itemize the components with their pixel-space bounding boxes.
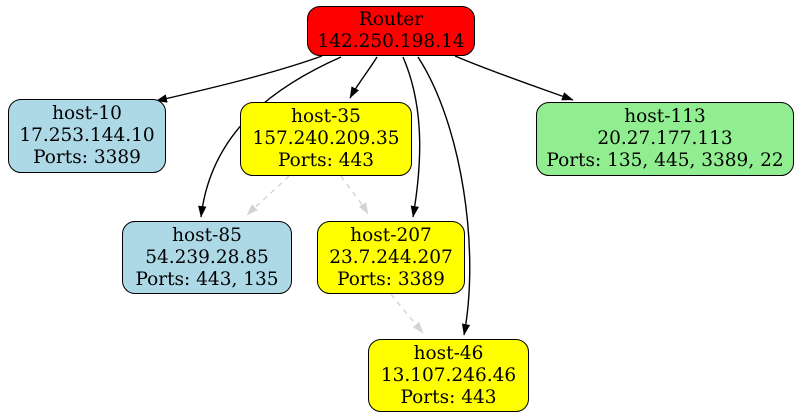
edge-router-to-host-207 <box>402 56 421 218</box>
edge-host-35-to-host-207 <box>340 175 369 215</box>
node-ports: Ports: 3389 <box>337 268 445 290</box>
node-label: host-10 <box>52 103 122 124</box>
node-label: host-207 <box>350 224 432 246</box>
node-ip: 23.7.244.207 <box>329 246 453 268</box>
node-ports: Ports: 443, 135 <box>135 268 279 290</box>
node-ports: Ports: 443 <box>400 386 497 408</box>
node-ip: 54.239.28.85 <box>145 246 269 268</box>
node-ports: Ports: 3389 <box>33 147 141 168</box>
node-host-85: host-85 54.239.28.85 Ports: 443, 135 <box>122 221 292 294</box>
node-ip: 13.107.246.46 <box>380 364 517 386</box>
edge-router-to-host-46 <box>417 56 471 336</box>
edge-host-35-to-host-85 <box>246 175 290 216</box>
node-ports: Ports: 443 <box>277 150 375 171</box>
node-label: host-113 <box>624 106 706 127</box>
edge-router-to-host-113 <box>454 55 574 101</box>
node-ip: 157.240.209.35 <box>252 128 400 149</box>
edge-host-207-to-host-46 <box>390 293 424 334</box>
node-host-10: host-10 17.253.144.10 Ports: 3389 <box>8 99 166 173</box>
node-host-113: host-113 20.27.177.113 Ports: 135, 445, … <box>536 102 794 176</box>
node-label: host-85 <box>172 224 242 246</box>
node-router: Router 142.250.198.14 <box>307 6 475 56</box>
node-ip: 20.27.177.113 <box>597 128 733 149</box>
node-ip: 142.250.198.14 <box>317 31 465 52</box>
node-host-46: host-46 13.107.246.46 Ports: 443 <box>368 339 529 412</box>
node-ip: 17.253.144.10 <box>19 125 155 146</box>
node-label: host-46 <box>413 342 484 364</box>
node-label: host-35 <box>291 106 361 127</box>
node-label: Router <box>358 9 424 30</box>
node-ports: Ports: 135, 445, 3389, 22 <box>546 150 784 171</box>
node-host-35: host-35 157.240.209.35 Ports: 443 <box>240 102 412 176</box>
edge-router-to-host-10 <box>155 55 323 103</box>
node-host-207: host-207 23.7.244.207 Ports: 3389 <box>317 221 465 294</box>
edge-router-to-host-35 <box>349 56 378 99</box>
